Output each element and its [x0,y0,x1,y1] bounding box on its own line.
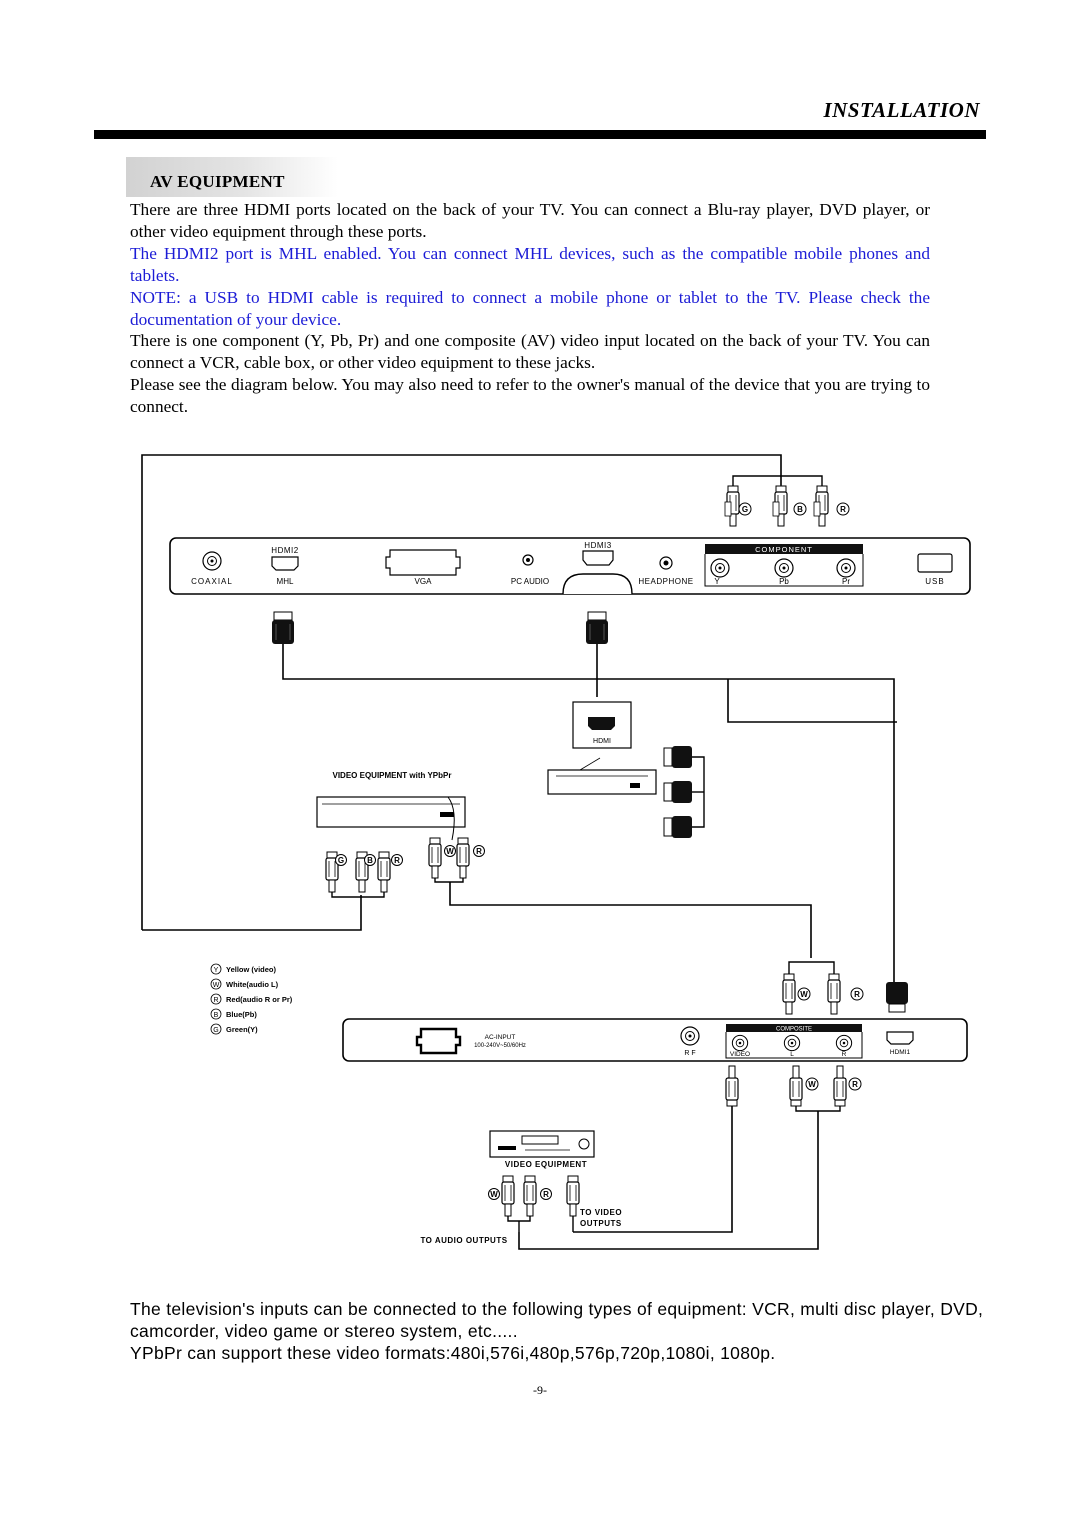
to-audio-outputs-label: TO AUDIO OUTPUTS [420,1236,507,1245]
intro-paragraph-hdmi: There are three HDMI ports located on th… [130,200,930,241]
intro-paragraph-note: NOTE: a USB to HDMI cable is required to… [130,287,930,329]
coaxial-label: COAXIAL [191,577,233,586]
hdmi2-port-icon [271,556,299,571]
audio-plug-w: W [446,847,454,856]
hdmi1-port-icon [886,1031,914,1045]
ypbpr-device [316,796,466,841]
ypbpr-plug-b: B [367,856,373,865]
footer-equipment-types: The television's inputs can be connected… [130,1299,984,1341]
video-jack-icon [731,1034,749,1052]
section-heading-background [126,157,338,197]
pb-label: Pb [779,577,789,586]
pc-audio-label: PC AUDIO [511,577,549,586]
ac-input-label: AC-INPUT [485,1034,516,1041]
video-equipment-device [489,1130,595,1158]
legend-key-b: B [214,1012,219,1019]
y-label: Y [714,577,720,586]
vcr-plug-r: R [543,1190,549,1199]
legend-text-w: White(audio L) [226,980,279,989]
headphone-label: HEADPHONE [638,577,693,586]
hdmi3-port-icon [582,550,614,566]
footer-ypbpr-formats: YPbPr can support these video formats:48… [130,1343,776,1363]
to-video-outputs-line2: OUTPUTS [580,1219,622,1228]
section-heading: AV EQUIPMENT [150,172,285,191]
legend-text-g: Green(Y) [226,1025,258,1034]
composite-plug-w: W [800,990,808,999]
video-equipment-label: VIDEO EQUIPMENT [505,1160,587,1169]
legend-key-g: G [213,1027,218,1034]
lower-plug-r: R [852,1080,858,1089]
rf-jack-icon [680,1026,700,1046]
footer-text: The television's inputs can be connected… [130,1298,1010,1364]
ac-input-socket-icon [415,1027,462,1055]
ac-input-spec: 100-240V~50/60Hz [474,1043,526,1049]
plug-label-b: B [797,505,803,514]
y-jack-icon [710,558,730,578]
rf-label: R F [684,1050,695,1057]
hdmi1-label: HDMI1 [890,1049,911,1056]
ypbpr-plug-r: R [394,856,400,865]
legend-key-w: W [213,982,220,989]
usb-label: USB [925,577,944,586]
header-rule [94,130,986,139]
intro-text: There are three HDMI ports located on th… [130,199,930,418]
video-label: VIDEO [730,1051,750,1058]
pr-label: Pr [842,577,850,586]
tv-rear-panel-top: COAXIAL HDMI2 MHL VGA PC AUDIO HDMI3 HEA… [169,537,971,595]
vga-port-icon [385,549,461,576]
page-header-title: INSTALLATION [823,98,980,122]
vcr-plug-w: W [490,1190,498,1199]
hdmi-source-device: HDMI [547,701,657,795]
tv-rear-panel-bottom: AC-INPUT 100-240V~50/60Hz R F COMPOSITE … [342,1018,968,1062]
hdmi3-label: HDMI3 [584,541,611,550]
component-label: COMPONENT [755,545,813,554]
composite-plug-r: R [854,990,860,999]
ypbpr-device-label: VIDEO EQUIPMENT with YPbPr [333,771,452,780]
hdmi-device-label: HDMI [593,738,611,745]
legend-text-r: Red(audio R or Pr) [226,995,293,1004]
color-legend: Y Yellow (video) W White(audio L) R Red(… [210,963,293,1035]
legend-key-r: R [213,997,218,1004]
audio-r-jack-icon [835,1034,853,1052]
audio-plug-r: R [476,847,482,856]
vga-label: VGA [415,577,433,586]
legend-text-y: Yellow (video) [226,965,277,974]
intro-paragraph-diagram: Please see the diagram below. You may al… [130,375,930,417]
mhl-label: MHL [277,577,294,586]
audio-l-jack-icon [783,1034,801,1052]
plug-label-g: G [742,505,748,514]
plug-label-r: R [840,505,846,514]
pb-jack-icon [774,558,794,578]
hdmi2-label: HDMI2 [271,546,298,555]
ypbpr-plug-g: G [338,856,344,865]
legend-text-b: Blue(Pb) [226,1010,257,1019]
audio-l-label: L [790,1051,794,1058]
usb-port-icon [917,553,953,573]
composite-label: COMPOSITE [776,1027,812,1033]
lower-plug-w: W [808,1080,816,1089]
pr-jack-icon [836,558,856,578]
intro-paragraph-component: There is one component (Y, Pb, Pr) and o… [130,331,930,373]
audio-r-label: R [842,1051,847,1058]
intro-paragraph-mhl: The HDMI2 port is MHL enabled. You can c… [130,243,930,285]
page-number: -9- [533,1383,547,1397]
legend-key-y: Y [214,967,219,974]
coaxial-jack-icon [202,551,222,571]
to-video-outputs-line1: TO VIDEO [580,1208,622,1217]
